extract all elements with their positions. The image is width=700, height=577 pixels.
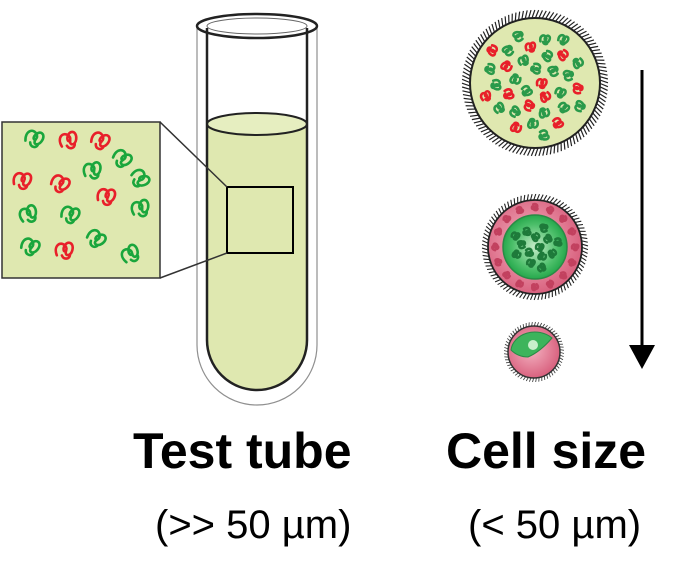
solution-surface	[206, 112, 308, 136]
arrow-down-icon	[629, 70, 655, 369]
zoom-line-bottom	[159, 252, 228, 279]
tube-glass	[205, 28, 309, 392]
test-tube-size: (>> 50 µm)	[155, 503, 352, 547]
cell-size-range: (< 50 µm)	[468, 503, 642, 547]
test-tube-icon	[195, 12, 319, 406]
zoom-line-top	[159, 121, 228, 188]
cell-size-title: Cell size	[446, 423, 647, 479]
medium-cell	[481, 193, 589, 301]
tube-rim	[195, 12, 319, 40]
test-tube-title: Test tube	[133, 423, 352, 479]
large-cell	[461, 9, 609, 157]
magnifier-inset	[1, 121, 161, 279]
small-cell	[503, 321, 565, 383]
sample-region	[226, 186, 294, 254]
tube-solution	[207, 124, 307, 390]
inset-molecules	[12, 129, 151, 264]
